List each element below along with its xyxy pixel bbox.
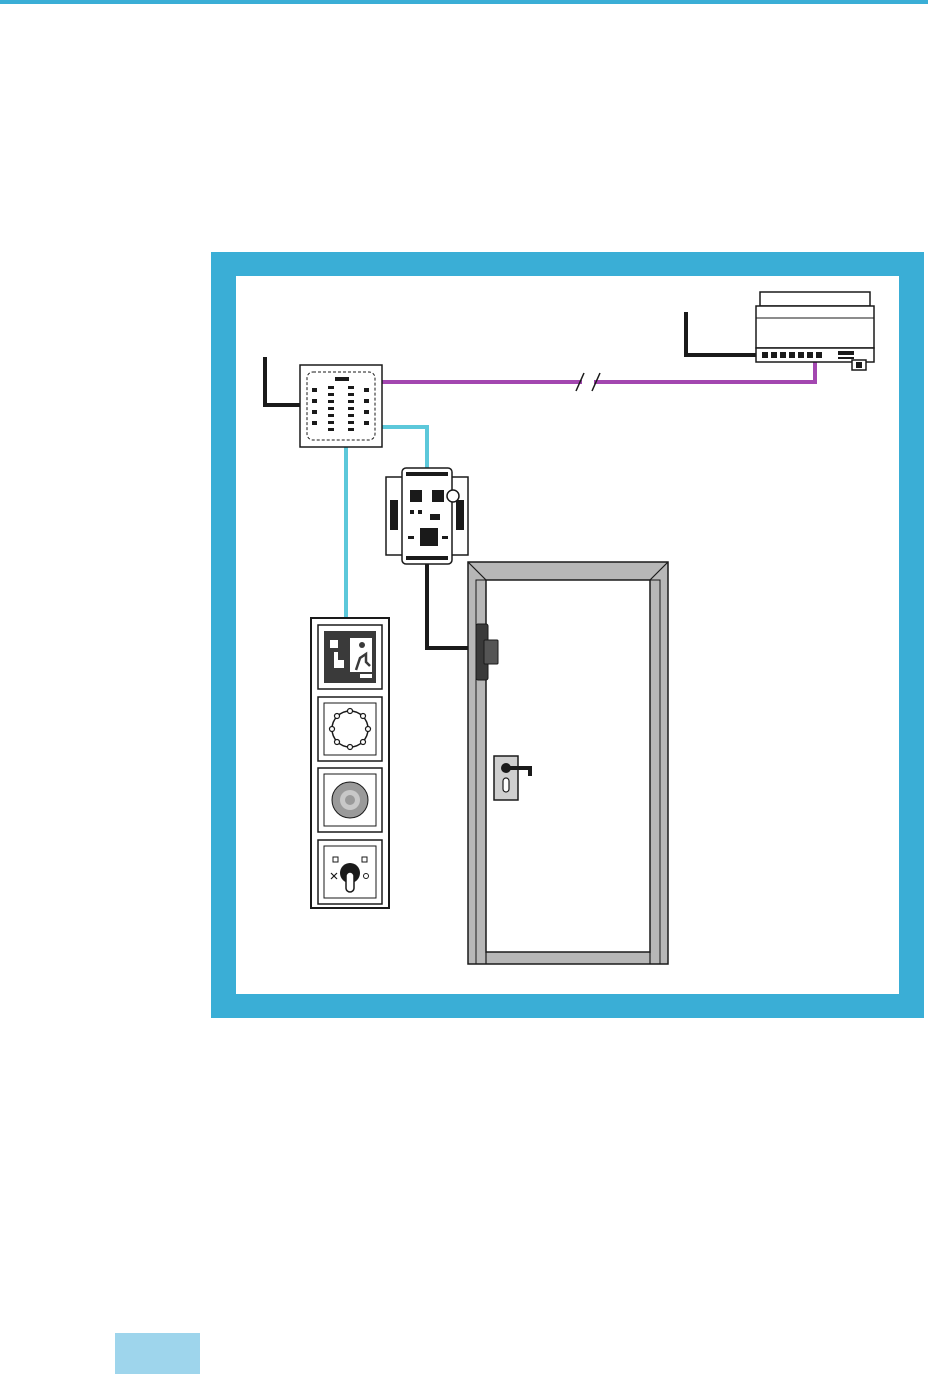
mushroom-button-icon	[318, 768, 382, 832]
control-unit-power-cable	[686, 312, 760, 355]
din-rail-module-icon	[756, 292, 874, 370]
key-switch-icon	[318, 840, 382, 904]
bus-line-purple-continued	[594, 362, 815, 382]
emergency-exit-icon	[318, 625, 382, 689]
page-number-tab	[115, 1333, 200, 1374]
bus-line-cyan-module	[382, 427, 427, 468]
switch-panel	[311, 618, 389, 908]
terminal-power-cable	[265, 357, 300, 405]
keypad-terminal-icon	[300, 365, 382, 447]
circuit-board-icon	[386, 468, 468, 564]
reader-icon	[318, 697, 382, 761]
